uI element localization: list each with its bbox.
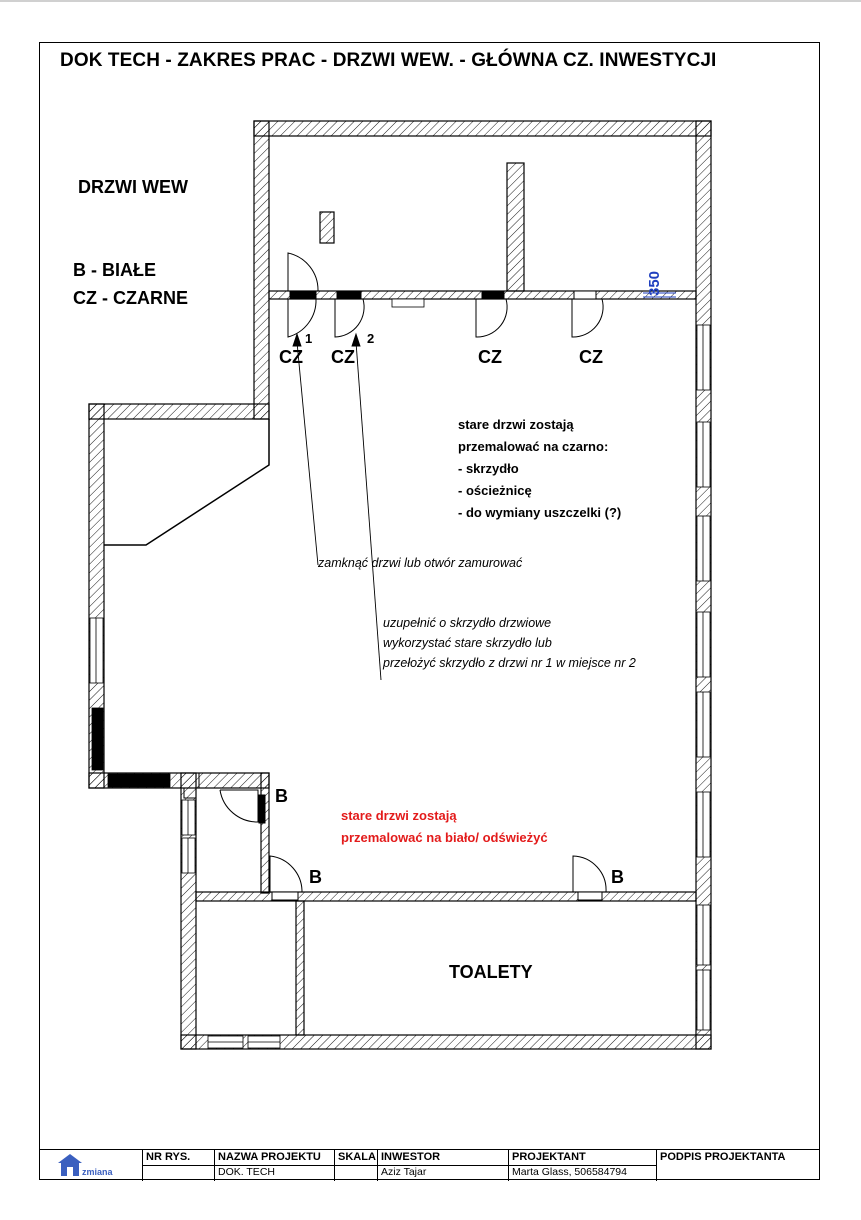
- door-label-b-1: B: [275, 786, 288, 806]
- divider: [143, 1165, 214, 1166]
- divider: [378, 1165, 508, 1166]
- cell-signature: PODPIS PROJEKTANTA: [656, 1150, 820, 1181]
- small-room-detail: [180, 772, 200, 799]
- wall-partition-upper: [506, 162, 525, 292]
- cell-nr-rys: NR RYS.: [142, 1150, 214, 1181]
- title-block: zmiana NR RYS. NAZWA PROJEKTU DOK. TECH …: [39, 1149, 820, 1181]
- project-name-label: NAZWA PROJEKTU: [218, 1151, 321, 1163]
- legend-black: CZ - CZARNE: [73, 288, 188, 308]
- logo-text: zmiana: [82, 1167, 114, 1177]
- door-label-cz-1: CZ: [279, 347, 303, 367]
- note-black-doors: stare drzwi zostają przemalować na czarn…: [458, 414, 621, 524]
- note-door-2: uzupełnić o skrzydło drzwiowe wykorzysta…: [383, 613, 636, 673]
- door-label-cz-3: CZ: [478, 347, 502, 367]
- room-label-toilets: TOALETY: [449, 962, 533, 982]
- door-swings: [219, 252, 607, 893]
- note-line: - skrzydło: [458, 461, 519, 476]
- designer-value: Marta Glass, 506584794: [512, 1166, 627, 1178]
- column: [319, 211, 335, 244]
- wall-left-top: [88, 403, 270, 420]
- door-label-b-2: B: [309, 867, 322, 887]
- designer-label: PROJEKTANT: [512, 1151, 586, 1163]
- scale-label: SKALA: [338, 1151, 376, 1163]
- note-line: przełożyć skrzydło z drzwi nr 1 w miejsc…: [383, 656, 636, 670]
- note-line: przemalować na biało/ odświeżyć: [341, 830, 548, 845]
- windows-left: [89, 298, 425, 1049]
- door-label-b-3: B: [611, 867, 624, 887]
- divider: [215, 1165, 334, 1166]
- note-line: - ościeżnicę: [458, 483, 532, 498]
- wall-bottom: [180, 1034, 712, 1050]
- note-line: przemalować na czarno:: [458, 439, 609, 454]
- nr-rys-label: NR RYS.: [146, 1151, 191, 1163]
- cell-designer: PROJEKTANT Marta Glass, 506584794: [508, 1150, 656, 1181]
- page-title: DOK TECH - ZAKRES PRAC - DRZWI WEW. - GŁ…: [60, 50, 717, 71]
- note-line: stare drzwi zostają: [458, 417, 574, 432]
- door-number-1: 1: [305, 331, 313, 346]
- note-line: - do wymiany uszczelki (?): [458, 505, 622, 520]
- wall-top: [253, 120, 712, 137]
- windows-right: [696, 324, 711, 1031]
- investor-value: Aziz Tajar: [381, 1166, 427, 1178]
- signature-label: PODPIS PROJEKTANTA: [660, 1151, 786, 1163]
- legend-heading: DRZWI WEW: [78, 177, 188, 197]
- diagonal-wall: [104, 419, 270, 546]
- door-frames: [258, 290, 603, 901]
- dimension-label: 350: [646, 270, 663, 296]
- door-label-cz-4: CZ: [579, 347, 603, 367]
- leader-arrows: [292, 332, 382, 681]
- project-name-value: DOK. TECH: [218, 1166, 275, 1178]
- note-door-1: zamknąć drzwi lub otwór zamurować: [318, 556, 523, 570]
- cell-project-name: NAZWA PROJEKTU DOK. TECH: [214, 1150, 334, 1181]
- divider: [335, 1165, 377, 1166]
- door-number-2: 2: [367, 331, 375, 346]
- legend-white: B - BIAŁE: [73, 260, 156, 280]
- divider: [509, 1165, 656, 1166]
- wall-toilets-top: [195, 891, 697, 902]
- top-border-line: [0, 0, 861, 2]
- company-logo: zmiana: [58, 1154, 114, 1177]
- wall-small-room-right: [260, 772, 270, 894]
- cell-scale: SKALA: [334, 1150, 377, 1181]
- wall-toilets-partition: [295, 900, 305, 1036]
- logo-cell: zmiana: [39, 1150, 142, 1181]
- walls: [88, 120, 712, 1050]
- wall-upper-left: [253, 120, 270, 420]
- dimension-mark: [643, 292, 676, 298]
- drawing-sheet: [39, 42, 820, 1180]
- note-line: stare drzwi zostają: [341, 808, 457, 823]
- cell-investor: INWESTOR Aziz Tajar: [377, 1150, 508, 1181]
- note-white-doors: stare drzwi zostają przemalować na biało…: [341, 805, 548, 849]
- note-line: wykorzystać stare skrzydło lub: [383, 636, 552, 650]
- investor-label: INWESTOR: [381, 1151, 441, 1163]
- note-line: uzupełnić o skrzydło drzwiowe: [383, 616, 552, 630]
- door-label-cz-2: CZ: [331, 347, 355, 367]
